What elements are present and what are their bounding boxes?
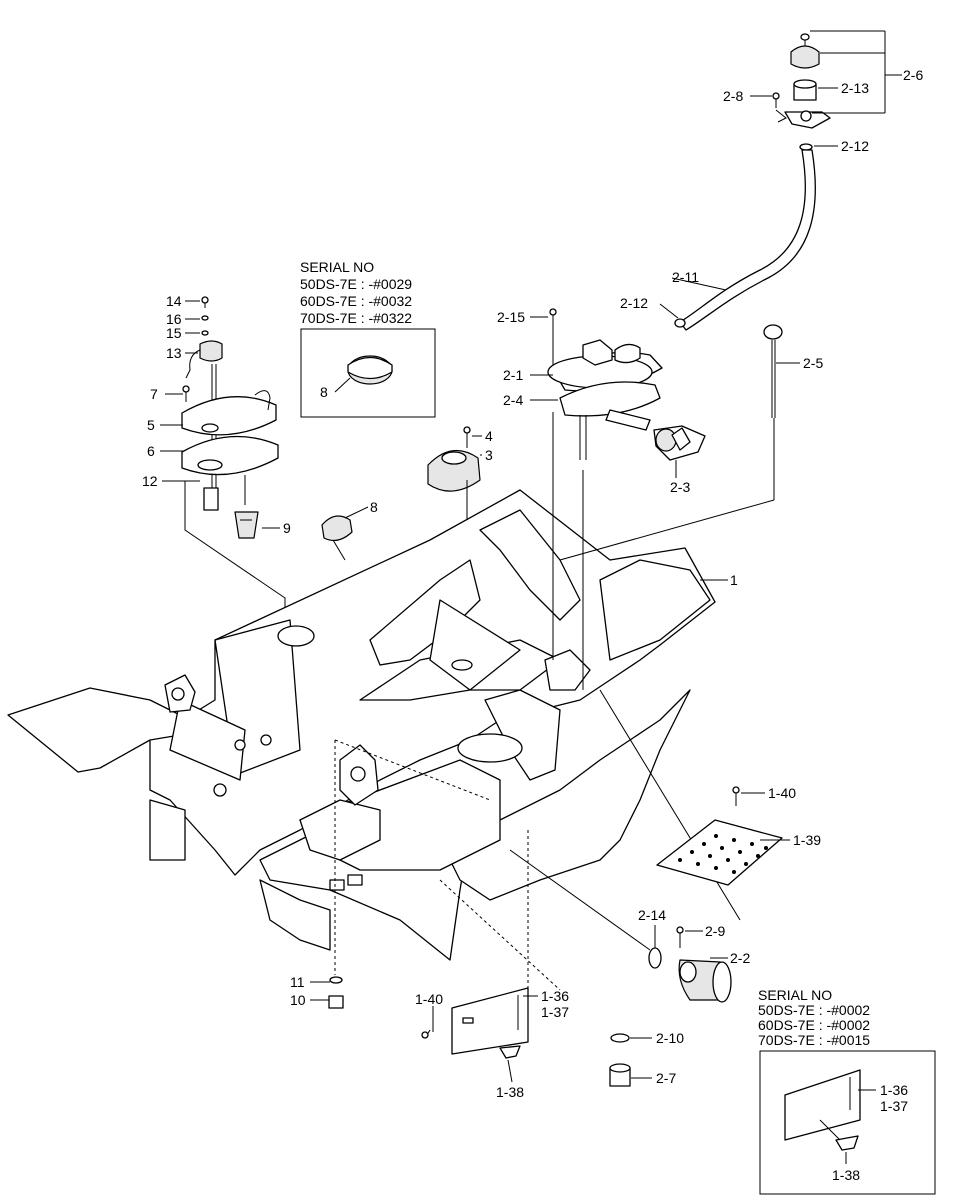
label-1-37-a: 1-37 <box>541 1004 569 1020</box>
label-2-1: 2-1 <box>503 367 523 383</box>
label-13: 13 <box>166 345 182 361</box>
filler-cap <box>321 515 353 561</box>
label-1-40-a: 1-40 <box>768 785 796 801</box>
label-4: 4 <box>485 428 493 444</box>
serial-note-box-1: SERIAL NO 50DS-7E : -#0029 60DS-7E : -#0… <box>300 259 436 418</box>
label-16: 16 <box>166 311 182 327</box>
breather-cap-assembly <box>772 33 831 151</box>
label-2-13: 2-13 <box>841 80 869 96</box>
label-3: 3 <box>485 447 493 463</box>
serial-note-box-2: SERIAL NO 50DS-7E : -#0002 60DS-7E : -#0… <box>758 987 936 1195</box>
label-1: 1 <box>730 572 738 588</box>
label-1-38-b: 1-38 <box>832 1167 860 1183</box>
drain-plug <box>609 1033 631 1087</box>
dipstick <box>763 324 783 418</box>
label-8-box: 8 <box>320 384 328 400</box>
label-11: 11 <box>290 974 305 990</box>
fuel-sender-assembly <box>181 296 279 539</box>
drain-cover-assembly <box>421 987 529 1059</box>
serial-2-line3: 70DS-7E : -#0015 <box>758 1032 870 1048</box>
label-6: 6 <box>147 443 155 459</box>
label-1-37-b: 1-37 <box>880 1098 908 1114</box>
label-2-4: 2-4 <box>503 392 523 408</box>
label-2-14: 2-14 <box>638 907 666 923</box>
tank-cover-assembly <box>547 308 706 461</box>
label-5: 5 <box>147 417 155 433</box>
label-7: 7 <box>150 386 158 402</box>
label-15: 15 <box>166 325 182 341</box>
breather-hose <box>679 149 816 331</box>
label-1-38-a: 1-38 <box>496 1084 524 1100</box>
serial-2-line2: 60DS-7E : -#0002 <box>758 1017 870 1033</box>
label-8: 8 <box>370 499 378 515</box>
label-9: 9 <box>283 520 291 536</box>
serial-2-title: SERIAL NO <box>758 987 832 1003</box>
serial-1-line1: 50DS-7E : -#0029 <box>300 276 412 292</box>
label-14: 14 <box>166 293 182 309</box>
label-2-9: 2-9 <box>705 923 725 939</box>
label-2-2: 2-2 <box>730 950 750 966</box>
label-10: 10 <box>290 992 306 1008</box>
label-2-15: 2-15 <box>497 309 525 325</box>
serial-1-line3: 70DS-7E : -#0322 <box>300 310 412 326</box>
serial-2-line1: 50DS-7E : -#0002 <box>758 1002 870 1018</box>
label-1-36-a: 1-36 <box>541 988 569 1004</box>
label-2-11: 2-11 <box>672 269 699 285</box>
strainer-assembly <box>427 426 481 655</box>
label-2-10: 2-10 <box>656 1030 684 1046</box>
label-2-12-a: 2-12 <box>841 138 869 154</box>
label-1-39: 1-39 <box>793 832 821 848</box>
label-2-12-b: 2-12 <box>620 295 648 311</box>
filter-assembly <box>648 926 732 1003</box>
label-12: 12 <box>142 473 158 489</box>
main-frame <box>7 489 716 961</box>
serial-1-line2: 60DS-7E : -#0032 <box>300 293 412 309</box>
label-2-3: 2-3 <box>670 479 690 495</box>
label-2-7: 2-7 <box>656 1070 676 1086</box>
drain-plug-left <box>328 976 344 1009</box>
label-2-6: 2-6 <box>903 67 923 83</box>
label-1-40-b: 1-40 <box>415 991 443 1007</box>
label-1-36-b: 1-36 <box>880 1082 908 1098</box>
label-2-8: 2-8 <box>723 88 743 104</box>
step-plate <box>656 786 783 886</box>
label-2-5: 2-5 <box>803 355 823 371</box>
serial-1-title: SERIAL NO <box>300 259 374 275</box>
